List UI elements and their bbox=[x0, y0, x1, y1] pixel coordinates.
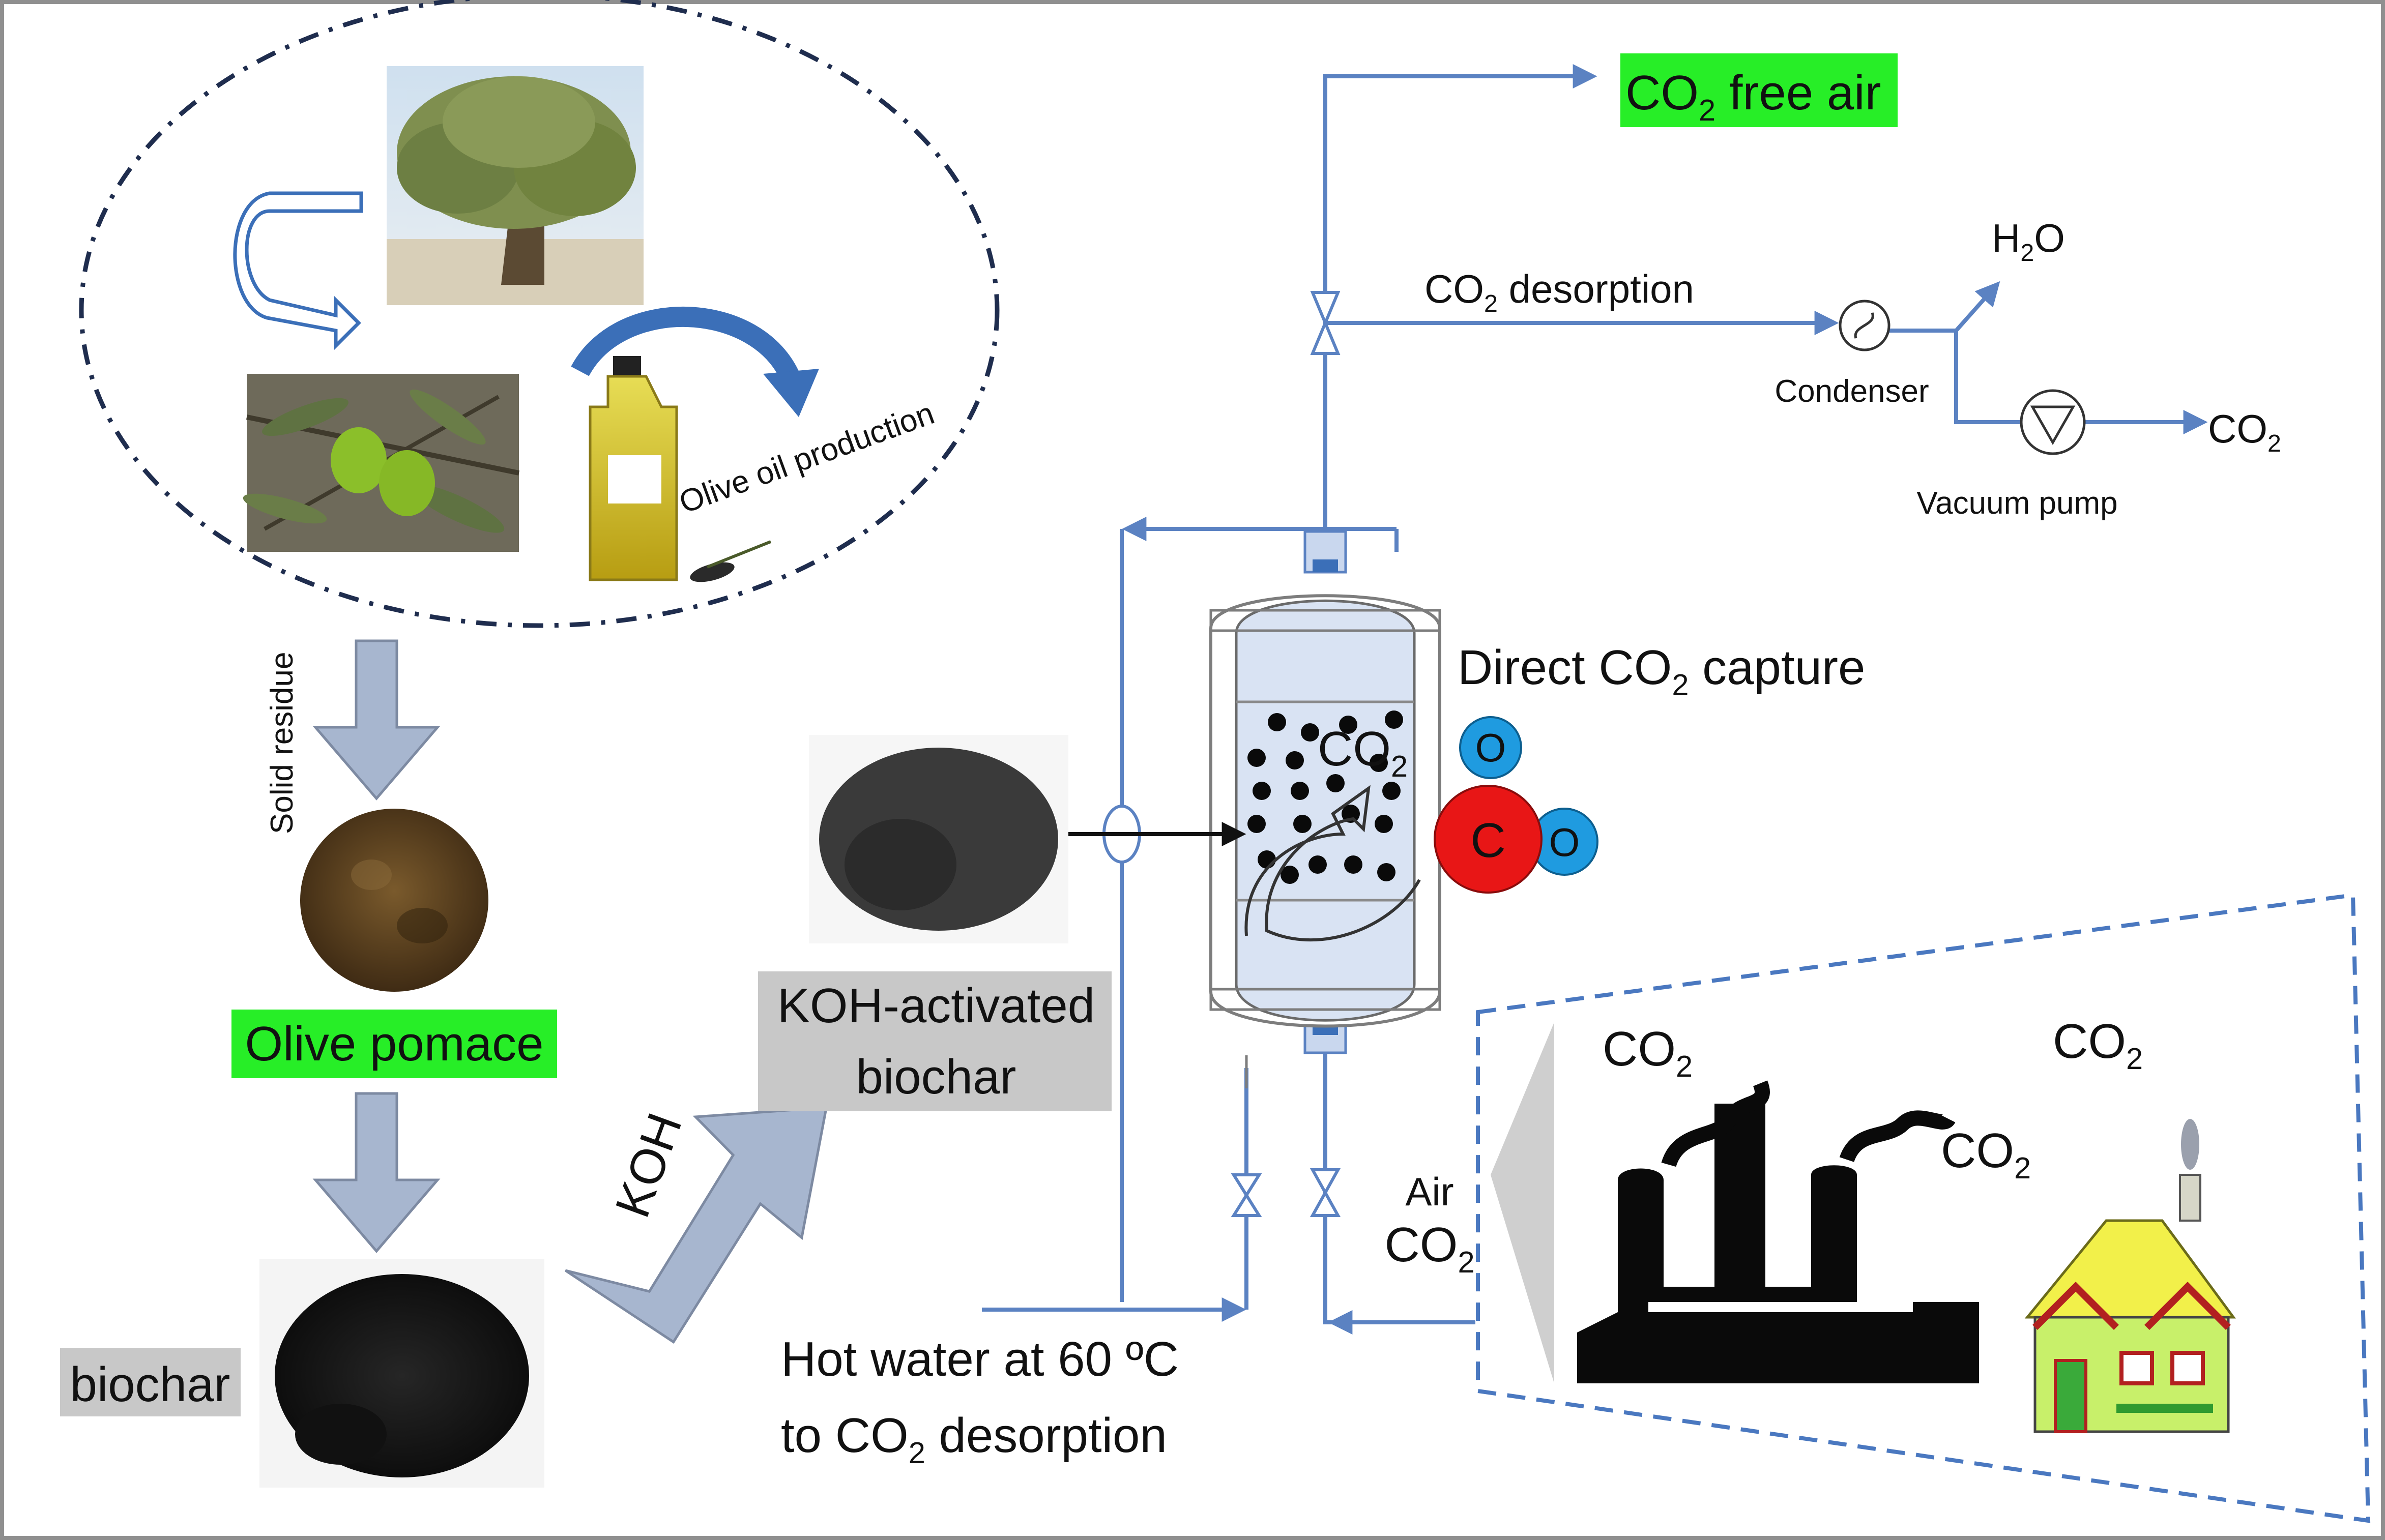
emission-co2-2-label: CO2 bbox=[1941, 1123, 2031, 1185]
condenser-icon bbox=[1839, 300, 1890, 351]
air-intake-funnel-icon bbox=[1491, 1022, 1554, 1383]
house-icon bbox=[2024, 1119, 2236, 1433]
co2-desorption-label: CO2 desorption bbox=[1424, 266, 1694, 317]
olive-oil-bottle-image bbox=[589, 356, 772, 582]
down-arrow-1-icon bbox=[312, 639, 441, 801]
koh-activated-biochar-image bbox=[809, 735, 1068, 943]
co2-product-label: CO2 bbox=[2208, 406, 2281, 457]
cycle-arrow-icon bbox=[233, 191, 363, 350]
solid-residue-label: Solid residue bbox=[265, 652, 300, 834]
olive-pomace-highlight bbox=[231, 1010, 557, 1078]
olive-cycle-boundary bbox=[79, 0, 1000, 628]
vacuum-pump-label: Vacuum pump bbox=[1916, 486, 2117, 521]
vacuum-pump-icon bbox=[2020, 389, 2086, 455]
factory-icon bbox=[1577, 1080, 1979, 1383]
koh-activated-label-line2: biochar bbox=[856, 1050, 1016, 1104]
air-co2-label: CO2 bbox=[1384, 1218, 1474, 1279]
biochar-highlight bbox=[60, 1348, 241, 1416]
biochar-image bbox=[259, 1259, 544, 1488]
molecule-oxygen-1-label: O bbox=[1475, 725, 1506, 770]
koh-activated-label-line1: KOH-activated bbox=[777, 979, 1095, 1033]
down-arrow-2-icon bbox=[312, 1092, 441, 1253]
drain-valve-icon bbox=[1231, 1173, 1262, 1217]
hot-water-label-line2: to CO2 desorption bbox=[781, 1408, 1167, 1470]
olive-tree-image bbox=[387, 66, 644, 305]
molecule-carbon-label: C bbox=[1470, 813, 1505, 868]
direct-capture-label: Direct CO2 capture bbox=[1458, 640, 1865, 702]
olive-pomace-label: Olive pomace bbox=[245, 1017, 544, 1071]
co2-molecule-icon bbox=[1434, 716, 1598, 894]
sorbent-particles bbox=[1247, 710, 1403, 884]
emission-co2-3-label: CO2 bbox=[2053, 1014, 2143, 1076]
air-label: Air bbox=[1405, 1169, 1453, 1214]
top-valve-icon bbox=[1310, 291, 1341, 355]
koh-activated-highlight bbox=[758, 971, 1112, 1111]
airflow-arrow-icon bbox=[1244, 785, 1421, 942]
olive-pomace-image bbox=[300, 809, 488, 992]
h2o-label: H2O bbox=[1992, 216, 2065, 266]
olive-branch-image bbox=[243, 374, 520, 552]
adsorption-reactor bbox=[1209, 530, 1441, 1088]
hot-water-label-line1: Hot water at 60 ºC bbox=[781, 1332, 1179, 1386]
production-arrowhead-icon bbox=[763, 369, 819, 417]
reactor-co2-label: CO2 bbox=[1318, 722, 1408, 783]
molecule-oxygen-2-label: O bbox=[1549, 820, 1580, 865]
condenser-label: Condenser bbox=[1775, 374, 1929, 409]
co2-free-air-highlight bbox=[1620, 53, 1898, 127]
biochar-label: biochar bbox=[70, 1357, 230, 1412]
emission-co2-1-label: CO2 bbox=[1603, 1022, 1693, 1083]
inlet-valve-icon bbox=[1310, 1168, 1341, 1217]
co2-free-air-label: CO2 free air bbox=[1625, 66, 1881, 127]
production-curve-arrow bbox=[571, 306, 801, 383]
emission-sources-region bbox=[1476, 893, 2371, 1523]
